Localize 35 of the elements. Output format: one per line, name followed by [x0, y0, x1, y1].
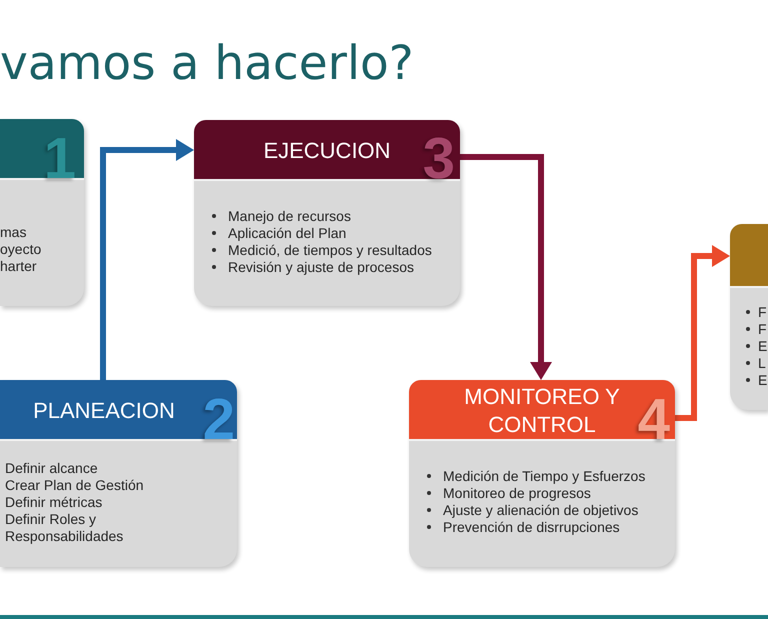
arrow [675, 245, 730, 421]
step-number: 4 [638, 398, 670, 442]
list-item: Definir Roles y Responsabilidades [5, 510, 124, 544]
list-item: Medició, de tiempos y resultados [228, 242, 432, 258]
slide-title: vamos a hacerlo? [0, 40, 414, 87]
card-title: PLANEACION [33, 396, 175, 424]
process-card [0, 119, 84, 306]
list-item: Monitoreo de progresos [443, 484, 591, 502]
list-item: Aplicación del Plan [228, 224, 346, 242]
arrow [460, 154, 552, 380]
list-item: oyecto [0, 240, 42, 258]
arrow [100, 139, 194, 380]
step-number: 2 [202, 398, 235, 442]
card-title: EJECUCION [263, 136, 391, 164]
list-item: mas [0, 224, 26, 240]
list-item: F [758, 304, 767, 320]
list-item: F [758, 320, 767, 338]
process-card [730, 224, 768, 410]
list-item: Definir alcance [5, 460, 98, 476]
list-item: harter [0, 258, 37, 274]
process-card [194, 120, 460, 306]
list-item: Crear Plan de Gestión [5, 476, 144, 494]
list-item: Revisión y ajuste de procesos [228, 258, 414, 276]
list-item: L [758, 354, 766, 372]
list-item: E [758, 338, 768, 354]
card-title: MONITOREO Y CONTROL [463, 382, 621, 438]
list-item: Manejo de recursos [228, 208, 351, 224]
process-card [0, 380, 237, 567]
list-item: E [758, 372, 768, 388]
list-item: Definir métricas [5, 494, 102, 510]
process-card [409, 380, 675, 567]
step-number: 3 [422, 137, 455, 180]
list-item: Prevención de disrrupciones [443, 518, 620, 536]
list-item: Medición de Tiempo y Esfuerzos [443, 468, 646, 484]
list-item: Ajuste y alienación de objetivos [443, 502, 638, 518]
